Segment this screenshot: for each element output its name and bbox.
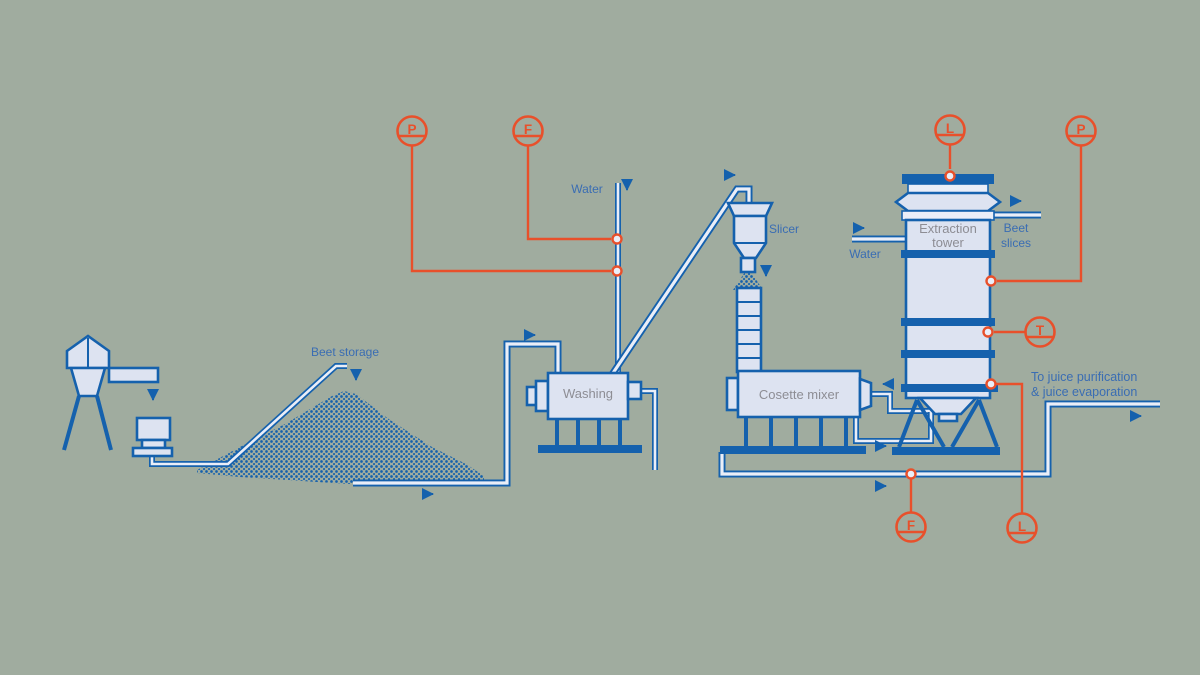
unloader-leg-right bbox=[95, 395, 113, 451]
beet-slices-label-line2: slices bbox=[1001, 236, 1031, 250]
instrument-letter: F bbox=[524, 122, 532, 137]
tower-cone bbox=[916, 396, 980, 416]
instrument-letter: F bbox=[907, 518, 915, 533]
instrument-letter: L bbox=[946, 121, 954, 136]
tower-ring-band bbox=[901, 210, 995, 221]
washer-body bbox=[546, 371, 630, 421]
tower-neck-band bbox=[907, 183, 989, 194]
beet-pile bbox=[197, 391, 484, 484]
instrument-letter: L bbox=[1018, 519, 1026, 534]
slicer-neck bbox=[739, 256, 757, 274]
tower-flare bbox=[893, 191, 1003, 213]
slicer-funnel bbox=[732, 214, 768, 260]
flow-arrows bbox=[147, 169, 1142, 500]
receiving-box-top bbox=[135, 416, 172, 442]
tower-label-line2: tower bbox=[932, 235, 964, 250]
mixer-endcap-right bbox=[858, 377, 873, 412]
instrument-temperature-tower: T bbox=[982, 316, 1056, 348]
instruments: P F L P bbox=[396, 114, 1097, 544]
instrument-letter: T bbox=[1036, 323, 1045, 338]
tower-body bbox=[904, 218, 992, 400]
pipes bbox=[149, 183, 1160, 487]
slicer bbox=[725, 201, 775, 374]
tower-label-line1: Extraction bbox=[919, 221, 977, 236]
instrument-flow-raw-juice: F bbox=[895, 468, 927, 543]
instrument-level-tower-top: L bbox=[934, 114, 966, 182]
instrument-level-tower-bottom: L bbox=[985, 378, 1038, 544]
to-juice-label-line2: & juice evaporation bbox=[1031, 385, 1137, 399]
beet-unloader bbox=[62, 334, 174, 458]
to-juice-label-line1: To juice purification bbox=[1031, 370, 1137, 384]
unloader-arm bbox=[107, 366, 160, 384]
washer-endcap-right bbox=[626, 380, 643, 401]
water-top-label: Water bbox=[571, 182, 603, 196]
water-tower-label: Water bbox=[849, 247, 881, 261]
washer-base bbox=[538, 445, 642, 453]
tower-base bbox=[892, 447, 1000, 455]
slicer-label: Slicer bbox=[769, 222, 799, 236]
instrument-pressure-washwater: P bbox=[396, 115, 623, 277]
instrument-flow-washwater: F bbox=[512, 115, 623, 245]
washer-endcap-left bbox=[534, 379, 550, 413]
beet-pile-mound bbox=[197, 391, 484, 484]
receiving-box-base bbox=[131, 446, 174, 458]
instrument-pressure-tower: P bbox=[985, 115, 1097, 287]
tower-cone-stub bbox=[937, 412, 959, 423]
washing-machine: Washing bbox=[525, 371, 643, 453]
unloader-leg-left bbox=[62, 395, 81, 451]
washer-endcap-left2 bbox=[525, 385, 538, 407]
mixer-label: Cosette mixer bbox=[759, 387, 840, 402]
cosette-mixer: Cosette mixer bbox=[720, 369, 873, 454]
beet-storage-label: Beet storage bbox=[311, 345, 379, 359]
cosette-spray bbox=[733, 272, 763, 290]
slicer-rim bbox=[725, 201, 775, 218]
mixer-endcap-left bbox=[725, 376, 740, 412]
beet-slices-label-line1: Beet bbox=[1004, 221, 1029, 235]
washer-label: Washing bbox=[563, 386, 613, 401]
mixer-base bbox=[720, 446, 866, 454]
stream-labels: Water Beet storage Slicer Water Beet sli… bbox=[311, 182, 1137, 399]
instrument-letter: P bbox=[1076, 122, 1085, 137]
instrument-letter: P bbox=[407, 122, 416, 137]
unloader-funnel bbox=[69, 366, 107, 398]
